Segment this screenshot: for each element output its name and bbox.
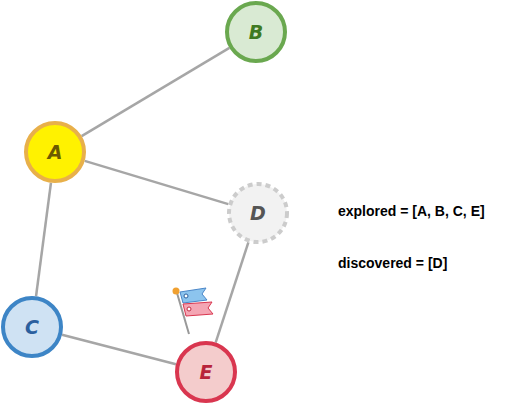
state-list: discovered = [D] — [338, 255, 447, 271]
streamer-eye — [184, 294, 188, 298]
graph-edge — [36, 183, 51, 297]
graph-edge — [82, 48, 230, 136]
node-letter: D — [250, 204, 266, 223]
node-outline — [177, 343, 235, 401]
graph-node: E — [175, 341, 237, 403]
graph-edge — [216, 242, 249, 342]
node-letter: E — [200, 363, 213, 382]
blue-streamer — [180, 288, 207, 303]
graph-edge — [62, 335, 176, 364]
node-letter: B — [249, 23, 263, 42]
graph-node: A — [24, 121, 86, 183]
node-letter: A — [48, 143, 63, 162]
streamer-eye — [187, 307, 191, 311]
graph-node: C — [1, 296, 63, 358]
node-outline — [229, 184, 287, 242]
node-outline — [3, 298, 61, 356]
node-outline — [227, 3, 285, 61]
graph-node: B — [225, 1, 287, 63]
red-streamer — [183, 302, 213, 316]
pole-ball — [173, 288, 180, 295]
node-letter: C — [25, 318, 39, 337]
graph-edge — [85, 161, 229, 204]
state-list: explored = [A, B, C, E] — [338, 203, 485, 219]
graph-node: D — [227, 182, 289, 244]
node-outline — [26, 123, 84, 181]
